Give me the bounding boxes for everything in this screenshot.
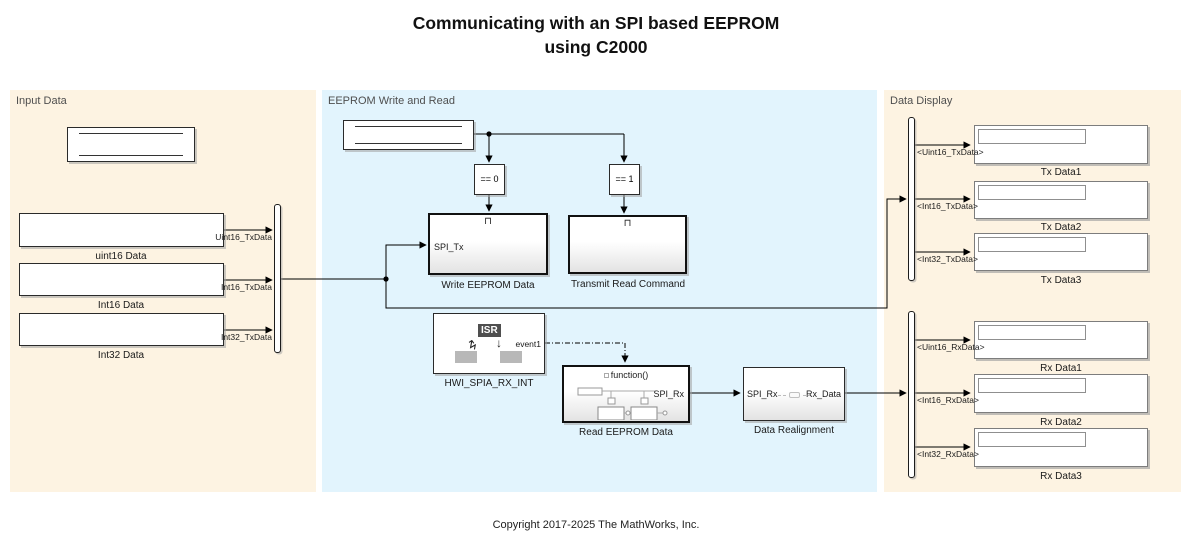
area-data-display-label: Data Display bbox=[890, 95, 953, 107]
input-doc-block[interactable] bbox=[67, 127, 195, 162]
function-port-icon bbox=[603, 373, 609, 378]
signal-label-uint16-rxdata: <Uint16_RxData> bbox=[917, 342, 985, 352]
realign-connector-icon bbox=[778, 392, 812, 398]
isr-mem-rect bbox=[500, 351, 522, 363]
wire-mux-to-write-eeprom[interactable] bbox=[281, 241, 427, 280]
function-port-row: function() bbox=[564, 370, 688, 380]
function-port-label: function() bbox=[610, 370, 649, 380]
write-eeprom-data-label: Write EEPROM Data bbox=[441, 280, 535, 291]
write-eeprom-data-block[interactable]: ⊓ SPI_Tx bbox=[428, 213, 548, 275]
display-tx-data3-value bbox=[978, 237, 1086, 252]
display-rx-data3-value bbox=[978, 432, 1086, 447]
branch-dot-const bbox=[486, 131, 492, 137]
read-eeprom-mini-diagram bbox=[577, 387, 668, 420]
hwi-spia-rx-int-block[interactable]: ISR ↯ ↓ event1 bbox=[433, 313, 545, 374]
doc-line bbox=[355, 143, 462, 144]
signal-label-int32-rxdata: <Int32_RxData> bbox=[917, 449, 979, 459]
display-tx-data1-value bbox=[978, 129, 1086, 144]
copyright-text: Copyright 2017-2025 The MathWorks, Inc. bbox=[492, 519, 700, 531]
doc-line bbox=[79, 133, 183, 134]
display-tx-data2-value bbox=[978, 185, 1086, 200]
area-eeprom-label: EEPROM Write and Read bbox=[328, 95, 455, 107]
data-realignment-label: Data Realignment bbox=[753, 425, 835, 436]
area-input-data-label: Input Data bbox=[16, 95, 67, 107]
port-spi-rx-in: SPI_Rx bbox=[747, 389, 778, 399]
model-title: Communicating with an SPI based EEPROM u… bbox=[0, 11, 1192, 59]
signal-label-int32-txdata-out: <Int32_TxData> bbox=[917, 254, 978, 264]
transmit-read-command-label: Transmit Read Command bbox=[570, 279, 686, 290]
signal-label-uint16-txdata-out: <Uint16_TxData> bbox=[917, 147, 984, 157]
transmit-read-command-block[interactable]: ⊓ bbox=[568, 215, 687, 274]
read-eeprom-data-label: Read EEPROM Data bbox=[579, 427, 673, 438]
display-rx-data2-label: Rx Data2 bbox=[1040, 417, 1082, 428]
display-rx-data3[interactable] bbox=[974, 428, 1148, 467]
trigger-port-icon: ⊓ bbox=[484, 216, 492, 227]
display-rx-data3-label: Rx Data3 bbox=[1040, 471, 1082, 482]
port-event1: event1 bbox=[515, 339, 541, 349]
source-block-int16-label: Int16 Data bbox=[97, 300, 145, 311]
display-tx-data2-label: Tx Data2 bbox=[1040, 222, 1082, 233]
wire-isr-event-to-read[interactable] bbox=[545, 342, 629, 363]
display-rx-data1-label: Rx Data1 bbox=[1040, 363, 1082, 374]
rx-demux-bar[interactable] bbox=[908, 311, 915, 478]
display-tx-data3-label: Tx Data3 bbox=[1040, 275, 1082, 286]
isr-badge: ISR bbox=[478, 324, 501, 337]
signal-label-int16-txdata-out: <Int16_TxData> bbox=[917, 201, 978, 211]
tx-demux-bar[interactable] bbox=[908, 117, 915, 281]
branch-dot-tx bbox=[383, 276, 389, 282]
source-block-int32-label: Int32 Data bbox=[97, 350, 145, 361]
doc-line bbox=[355, 126, 462, 127]
signal-label-int16-rxdata: <Int16_RxData> bbox=[917, 395, 979, 405]
wire-mux-to-tx-demux[interactable] bbox=[385, 195, 907, 309]
trigger-port-icon: ⊓ bbox=[623, 218, 632, 229]
display-tx-data1-label: Tx Data1 bbox=[1040, 167, 1082, 178]
data-realignment-block[interactable]: SPI_Rx Rx_Data bbox=[743, 367, 845, 421]
isr-down-arrow-icon: ↓ bbox=[496, 336, 502, 350]
model-title-line2: using C2000 bbox=[544, 37, 648, 57]
isr-zigzag-arrow-icon: ↯ bbox=[467, 337, 478, 352]
display-tx-data1[interactable] bbox=[974, 125, 1148, 164]
source-block-uint16[interactable] bbox=[19, 213, 224, 247]
port-spi-rx-out: SPI_Rx bbox=[653, 389, 684, 399]
area-eeprom-write-read: EEPROM Write and Read bbox=[322, 90, 877, 492]
display-rx-data2-value bbox=[978, 378, 1086, 393]
isr-mem-rect bbox=[455, 351, 477, 363]
display-rx-data2[interactable] bbox=[974, 374, 1148, 413]
eeprom-const-block[interactable] bbox=[343, 120, 474, 150]
signal-label-uint16-txdata: Uint16_TxData bbox=[215, 232, 272, 242]
display-rx-data1-value bbox=[978, 325, 1086, 340]
signal-label-int16-txdata: Int16_TxData bbox=[220, 282, 272, 292]
doc-line bbox=[79, 155, 183, 156]
input-mux-bar[interactable] bbox=[274, 204, 281, 353]
display-rx-data1[interactable] bbox=[974, 321, 1148, 359]
display-tx-data3[interactable] bbox=[974, 233, 1148, 271]
signal-label-int32-txdata: Int32_TxData bbox=[220, 332, 272, 342]
model-title-line1: Communicating with an SPI based EEPROM bbox=[412, 13, 780, 33]
read-eeprom-data-block[interactable]: function() SPI_Rx bbox=[562, 365, 690, 423]
hwi-spia-rx-int-label: HWI_SPIA_RX_INT bbox=[444, 378, 534, 389]
source-block-uint16-label: uint16 Data bbox=[95, 251, 147, 262]
port-rx-data-out: Rx_Data bbox=[805, 389, 841, 399]
source-block-int16[interactable] bbox=[19, 263, 224, 296]
display-tx-data2[interactable] bbox=[974, 181, 1148, 219]
compare-eq0-block[interactable]: == 0 bbox=[474, 164, 505, 195]
source-block-int32[interactable] bbox=[19, 313, 224, 346]
port-spi-tx: SPI_Tx bbox=[434, 242, 464, 252]
compare-eq1-block[interactable]: == 1 bbox=[609, 164, 640, 195]
